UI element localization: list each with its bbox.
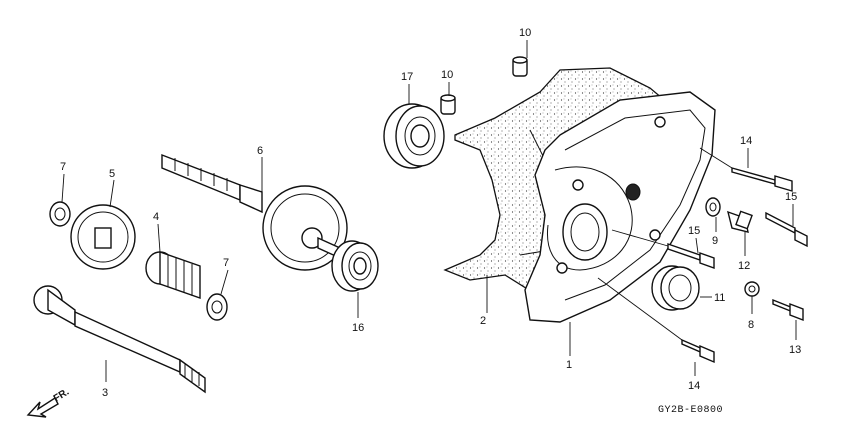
callout-2: 2	[480, 315, 486, 327]
callout-9: 9	[712, 235, 718, 247]
front-direction-arrow-icon: FR.	[26, 387, 71, 418]
callout-10-lower: 10	[441, 69, 453, 81]
thrust-washer-lower	[206, 293, 228, 321]
callout-5: 5	[109, 168, 115, 180]
dowel-pin-upper	[512, 56, 528, 77]
bolt-13	[772, 298, 804, 322]
diagram-code: GY2B-E0800	[658, 405, 723, 416]
callout-14-upper: 14	[740, 135, 752, 147]
callout-12: 12	[738, 260, 750, 272]
dowel-pin-lower	[440, 94, 456, 115]
transmission-case-cover	[524, 91, 716, 323]
callout-7-upper: 7	[60, 161, 66, 173]
callout-4: 4	[153, 211, 159, 223]
callout-14-lower: 14	[688, 380, 700, 392]
callout-13: 13	[789, 344, 801, 356]
bolt-14-upper	[731, 167, 793, 192]
drain-bolt-12	[727, 210, 753, 233]
countershaft-gear-4	[145, 251, 201, 299]
bearing-16	[331, 240, 379, 292]
callout-17: 17	[401, 71, 413, 83]
washer-9	[705, 197, 721, 217]
callout-1: 1	[566, 359, 572, 371]
gear-5	[70, 204, 136, 270]
callout-15-right: 15	[785, 191, 797, 203]
bolt-14-lower	[681, 338, 715, 364]
oil-seal-11	[651, 265, 700, 311]
callout-7-lower: 7	[223, 257, 229, 269]
callout-3: 3	[102, 387, 108, 399]
callout-16: 16	[352, 322, 364, 334]
callout-8: 8	[748, 319, 754, 331]
main-shaft-with-gear	[161, 153, 348, 271]
callout-10-upper: 10	[519, 27, 531, 39]
bolt-15-left	[667, 243, 715, 269]
callout-15-left: 15	[688, 225, 700, 237]
thrust-washer-upper	[49, 201, 71, 227]
callout-11: 11	[714, 292, 725, 304]
final-shaft-3	[33, 285, 206, 394]
bolt-15-right	[765, 211, 808, 248]
washer-8	[744, 281, 760, 297]
callout-labels: 1 2 3 4 5 6 7 7 8 9 10 10 11 12 13 14 14…	[60, 27, 801, 399]
callout-6: 6	[257, 145, 263, 157]
leader-lines	[61, 40, 797, 382]
bearing-17	[383, 103, 445, 169]
